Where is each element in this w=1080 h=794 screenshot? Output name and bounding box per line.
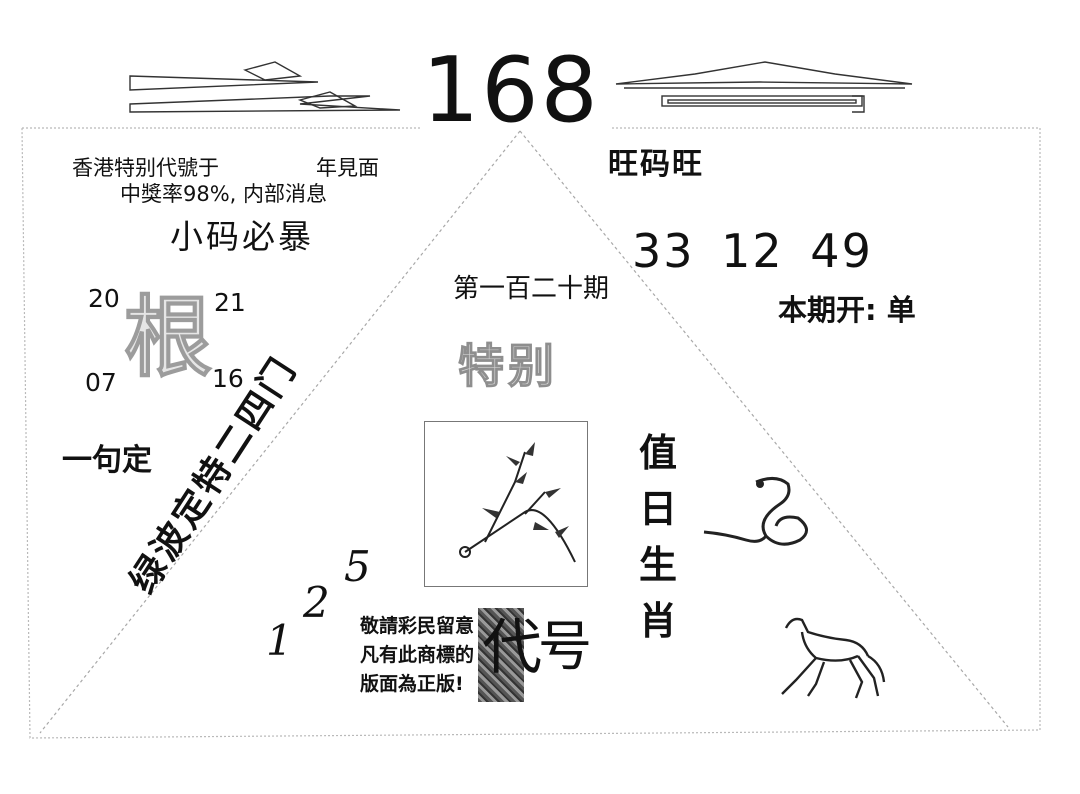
this-period-result: 本期开: 单 <box>778 293 916 327</box>
duty-zodiac-column: 值 日 生 肖 <box>628 428 688 652</box>
notice-line: 凡有此商標的 <box>360 644 475 666</box>
corner-number-top-left: 20 <box>88 284 120 313</box>
lucky-numbers: 33 12 49 <box>632 224 873 278</box>
horse-icon <box>781 617 886 699</box>
authenticity-notice: 敬請彩民留意 凡有此商標的 版面為正版! <box>360 612 474 699</box>
special-title: 特别 <box>457 339 558 393</box>
notice-line: 版面為正版! <box>360 673 464 695</box>
header-number: 168 <box>422 38 600 143</box>
wang-title: 旺码旺 <box>608 147 704 182</box>
bamboo-icon <box>459 442 576 563</box>
left-ornament-icon <box>129 61 401 113</box>
one-sentence-label: 一句定 <box>62 443 152 478</box>
period-title: 第一百二十期 <box>453 274 610 304</box>
bamboo-picture-frame <box>424 421 588 587</box>
snake-icon <box>703 477 808 546</box>
intro-year: 年見面 <box>316 156 379 180</box>
notice-line: 敬請彩民留意 <box>360 615 475 637</box>
duty-zodiac-char: 日 <box>638 487 677 531</box>
corner-number-top-right: 21 <box>214 288 246 317</box>
emblem-icon <box>478 608 524 702</box>
duty-zodiac-char: 肖 <box>638 599 677 643</box>
corner-number-bottom-left: 07 <box>85 368 117 397</box>
corner-number-bottom-right: 16 <box>212 364 244 393</box>
digit-1: 1 <box>266 616 293 665</box>
digit-2: 2 <box>303 578 330 627</box>
intro-line1: 香港特别代號于 <box>72 156 219 180</box>
intro-line2: 中獎率98%, 内部消息 <box>120 182 328 206</box>
code-character: 代 <box>482 613 542 683</box>
number-character: 号 <box>538 615 592 678</box>
duty-zodiac-char: 值 <box>638 431 677 475</box>
small-code-title: 小码必暴 <box>170 217 314 256</box>
digit-3: 5 <box>344 542 371 591</box>
root-character: 根 <box>123 286 213 389</box>
duty-zodiac-char: 生 <box>638 543 677 587</box>
roof-icon <box>615 61 913 113</box>
